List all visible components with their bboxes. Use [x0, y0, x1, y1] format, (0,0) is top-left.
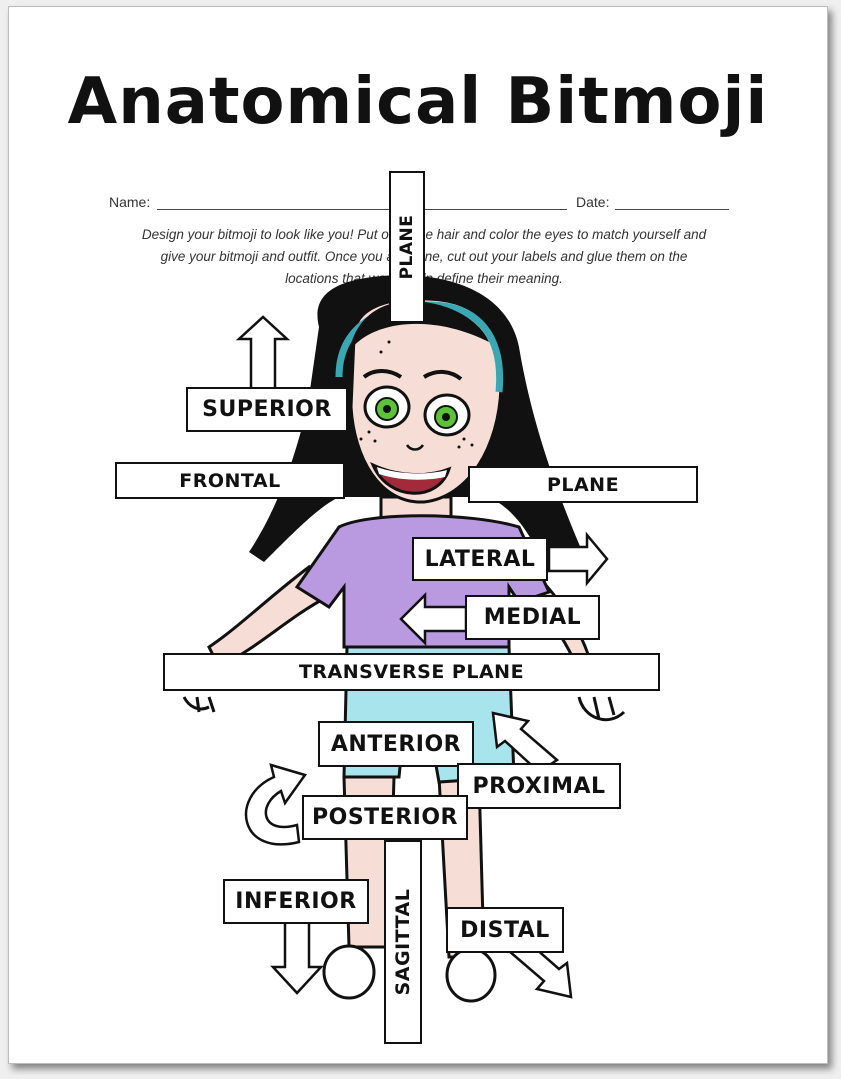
curved-arrow-icon: [244, 763, 308, 846]
label-proximal[interactable]: PROXIMAL: [457, 763, 621, 809]
bangs: [349, 301, 489, 352]
label-transverse-plane[interactable]: TRANSVERSE PLANE: [163, 653, 660, 691]
left-eyebrow: [362, 369, 403, 379]
arrows-layer: [235, 315, 609, 999]
name-line[interactable]: [157, 209, 567, 210]
label-superior[interactable]: SUPERIOR: [186, 387, 348, 432]
name-label: Name:: [109, 194, 151, 210]
worksheet-page: Anatomical Bitmoji Name: Date: Design yo…: [8, 6, 828, 1064]
date-label: Date:: [576, 194, 610, 210]
label-anterior[interactable]: ANTERIOR: [318, 721, 474, 767]
label-posterior[interactable]: POSTERIOR: [302, 795, 468, 840]
label-lateral[interactable]: LATERAL: [412, 537, 548, 581]
label-plane-top-text: PLANE: [397, 214, 417, 280]
label-sagittal-text: SAGITTAL: [392, 888, 414, 996]
date-line[interactable]: [615, 209, 729, 210]
nose: [405, 444, 425, 451]
worksheet-title: Anatomical Bitmoji: [67, 65, 769, 139]
right-eyebrow: [422, 370, 463, 381]
right-hand: [577, 696, 626, 722]
arrow-up-icon: [235, 315, 291, 392]
arrow-down-icon: [270, 919, 324, 995]
right-pupil: [442, 413, 450, 421]
label-medial[interactable]: MEDIAL: [465, 595, 600, 640]
arrow-left-icon: [399, 591, 468, 647]
label-distal[interactable]: DISTAL: [446, 907, 564, 953]
freckles: [359, 340, 474, 449]
label-inferior[interactable]: INFERIOR: [223, 879, 369, 924]
left-pupil: [383, 405, 391, 413]
arrow-right-icon: [547, 531, 609, 587]
teeth: [377, 467, 447, 480]
label-frontal[interactable]: FRONTAL: [115, 462, 345, 499]
left-shoe: [322, 944, 376, 1000]
left-hand: [182, 696, 216, 713]
label-sagittal[interactable]: SAGITTAL: [384, 840, 422, 1044]
label-plane-top[interactable]: PLANE: [389, 171, 425, 323]
label-plane-right[interactable]: PLANE: [468, 466, 698, 503]
